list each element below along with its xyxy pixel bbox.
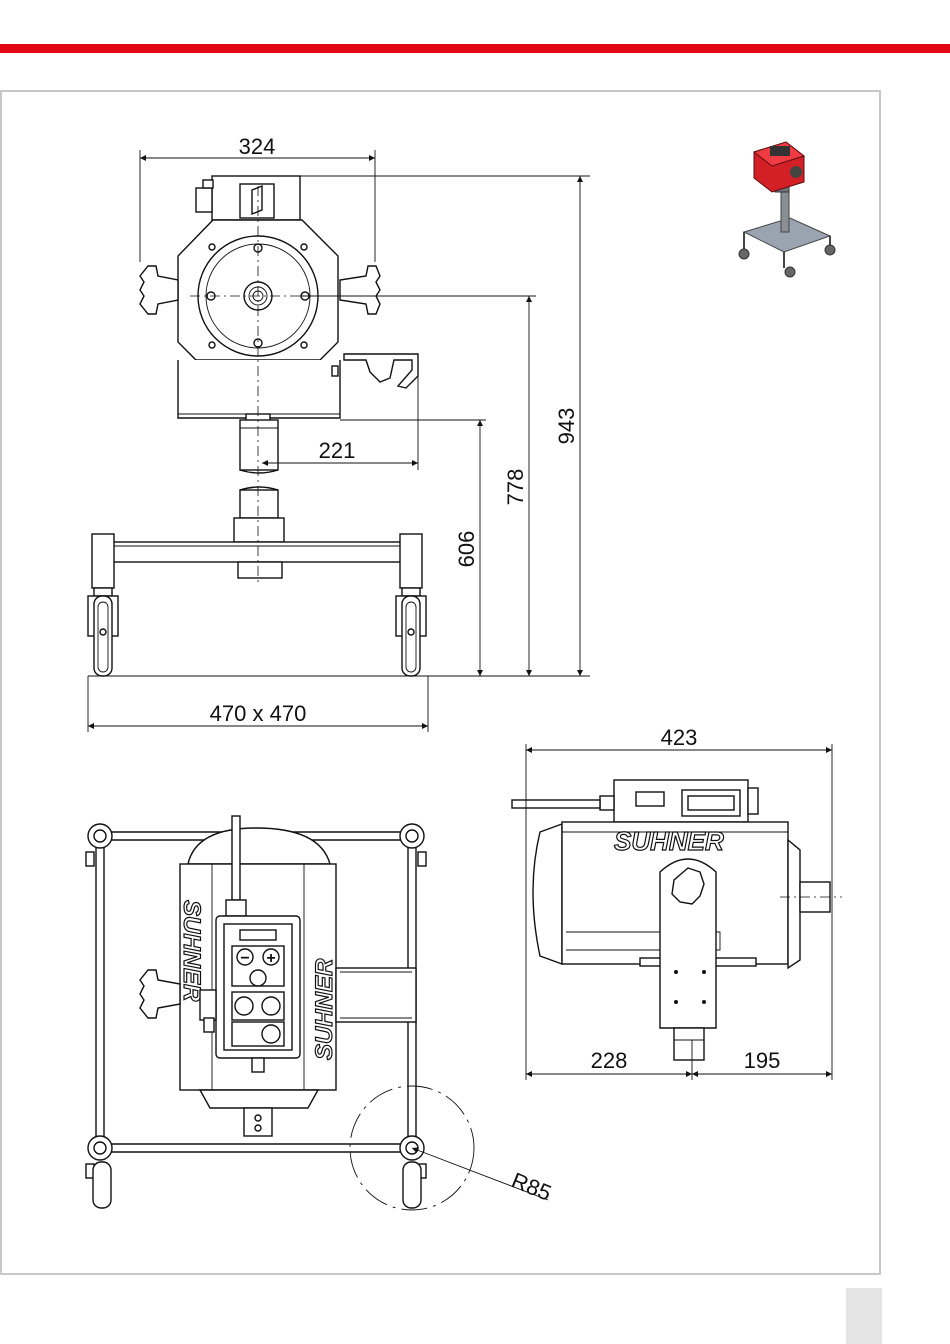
dimension-base-size: 470 x 470: [88, 676, 428, 732]
dimension-heights: 606 778 943: [88, 176, 590, 676]
dimension-label-470x470: 470 x 470: [210, 701, 307, 726]
top-view: SUHNER SUHNER − + R85: [86, 816, 555, 1210]
dimension-label-195: 195: [744, 1048, 781, 1073]
dimension-label-606: 606: [454, 531, 479, 568]
dimension-label-423: 423: [661, 725, 698, 750]
top-view-logo-right: SUHNER: [311, 958, 338, 1060]
page-tab: [846, 1288, 882, 1344]
top-view-logo-left: SUHNER: [178, 900, 205, 1002]
dimension-label-778: 778: [503, 469, 528, 506]
side-view-logo: SUHNER: [614, 826, 724, 856]
dimension-label-228: 228: [591, 1048, 628, 1073]
dimension-label-324: 324: [239, 134, 276, 159]
plus-icon: +: [266, 950, 275, 967]
dimension-label-943: 943: [554, 408, 579, 445]
side-view: SUHNER: [512, 780, 842, 1060]
minus-icon: −: [240, 950, 249, 967]
product-thumbnail: [739, 142, 835, 277]
dimension-label-221: 221: [319, 438, 356, 463]
